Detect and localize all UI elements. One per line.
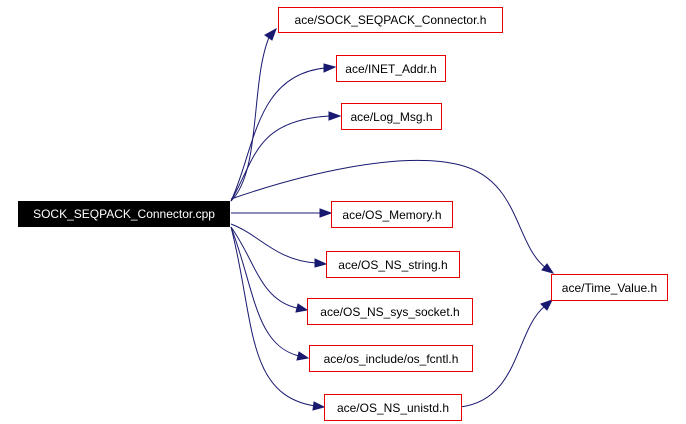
node-label: ace/OS_Memory.h <box>342 207 442 222</box>
node-os-ns-sys-socket-h[interactable]: ace/OS_NS_sys_socket.h <box>307 298 473 325</box>
node-label: ace/Time_Value.h <box>561 280 658 295</box>
node-log-msg-h[interactable]: ace/Log_Msg.h <box>341 103 442 130</box>
arrowhead <box>314 258 328 268</box>
node-label: ace/OS_NS_unistd.h <box>336 400 450 415</box>
arrowhead <box>319 208 333 218</box>
arrowhead <box>541 263 555 274</box>
arrowhead <box>296 351 310 361</box>
node-label: ace/OS_NS_string.h <box>338 257 448 272</box>
node-os-ns-unistd-h[interactable]: ace/OS_NS_unistd.h <box>324 394 462 421</box>
node-label: ace/INET_Addr.h <box>345 61 437 76</box>
node-time-value-h[interactable]: ace/Time_Value.h <box>551 274 668 301</box>
edge-root-to-os-ns-sys-socket-h <box>230 226 298 309</box>
edge-root-to-os-fcntl-h <box>230 226 300 357</box>
node-sock-seqpack-connector-h[interactable]: ace/SOCK_SEQPACK_Connector.h <box>278 7 503 33</box>
edge-os-ns-unistd-h-to-time-value-h <box>459 305 546 408</box>
edge-root-to-inet-addr-h <box>230 67 326 202</box>
node-os-ns-string-h[interactable]: ace/OS_NS_string.h <box>326 251 460 278</box>
node-inet-addr-h[interactable]: ace/INET_Addr.h <box>336 55 446 82</box>
node-label: ace/SOCK_SEQPACK_Connector.h <box>294 13 487 27</box>
node-label: ace/os_include/os_fcntl.h <box>323 351 459 366</box>
root-file-node: SOCK_SEQPACK_Connector.cpp <box>18 201 230 227</box>
arrowhead <box>323 63 337 73</box>
node-os-fcntl-h[interactable]: ace/os_include/os_fcntl.h <box>309 345 473 372</box>
edge-root-to-os-ns-unistd-h <box>230 226 316 407</box>
edge-root-to-time-value-h <box>230 160 547 269</box>
node-os-memory-h[interactable]: ace/OS_Memory.h <box>331 201 453 228</box>
edge-root-to-log-msg-h <box>230 115 331 202</box>
arrowhead <box>295 303 309 313</box>
edge-root-to-os-ns-string-h <box>230 223 317 264</box>
arrowhead <box>328 111 342 121</box>
arrowhead <box>312 401 326 411</box>
node-label: ace/OS_NS_sys_socket.h <box>320 304 460 319</box>
arrowhead <box>540 299 554 311</box>
node-label: ace/Log_Msg.h <box>350 109 433 124</box>
root-file-label: SOCK_SEQPACK_Connector.cpp <box>33 207 215 221</box>
arrowhead <box>264 27 277 41</box>
edge-root-to-sock-seqpack-connector-h <box>230 34 271 202</box>
